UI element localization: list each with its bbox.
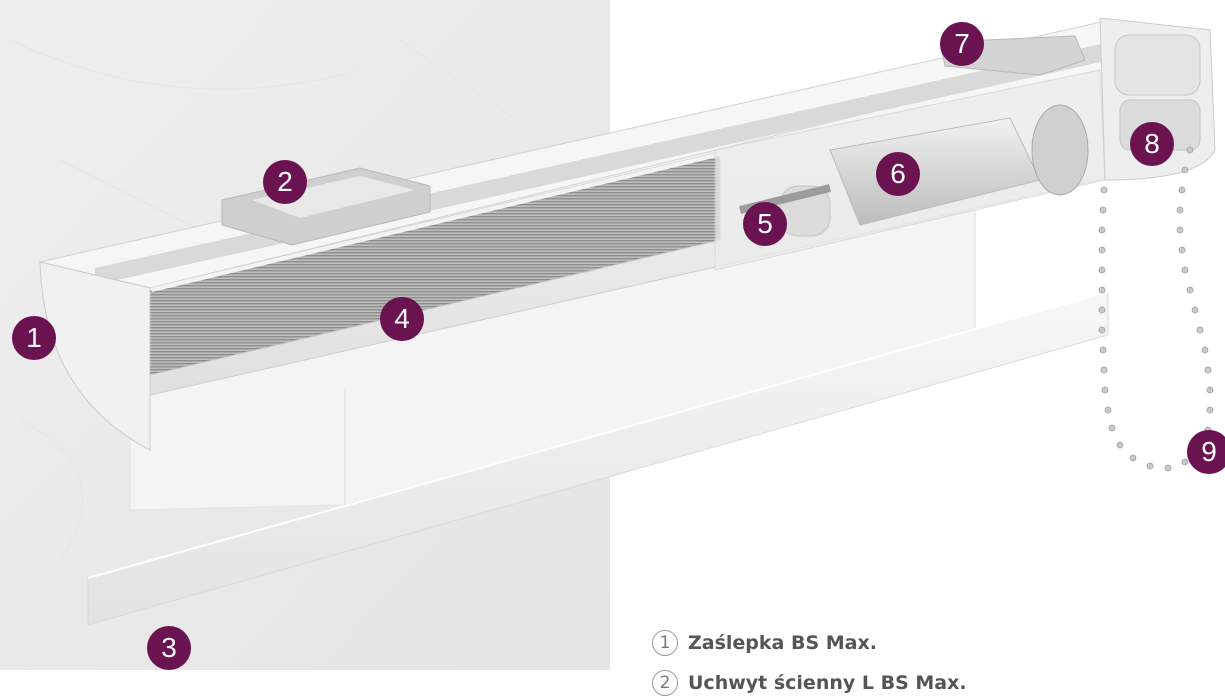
marker-4: 4 [380,297,424,341]
legend-text-2: Uchwyt ścienny L BS Max. [688,672,967,694]
legend-text-1: Zaślepka BS Max. [688,632,877,654]
marker-1: 1 [12,316,56,360]
bead-chain [1098,146,1214,472]
legend-item-1: 1 Zaślepka BS Max. [652,630,877,656]
marker-6: 6 [876,152,920,196]
roller-blind-cutaway-drawing [0,0,1216,670]
marker-3: 3 [147,626,191,670]
marker-8: 8 [1130,122,1174,166]
legend-item-2: 2 Uchwyt ścienny L BS Max. [652,670,967,696]
end-cap-shape [39,261,151,451]
drive-head [1031,104,1089,196]
legend-number-2: 2 [652,670,678,696]
legend-number-1: 1 [652,630,678,656]
marker-7: 7 [940,22,984,66]
marker-2: 2 [263,160,307,204]
marker-5: 5 [743,202,787,246]
marker-9: 9 [1187,430,1225,474]
